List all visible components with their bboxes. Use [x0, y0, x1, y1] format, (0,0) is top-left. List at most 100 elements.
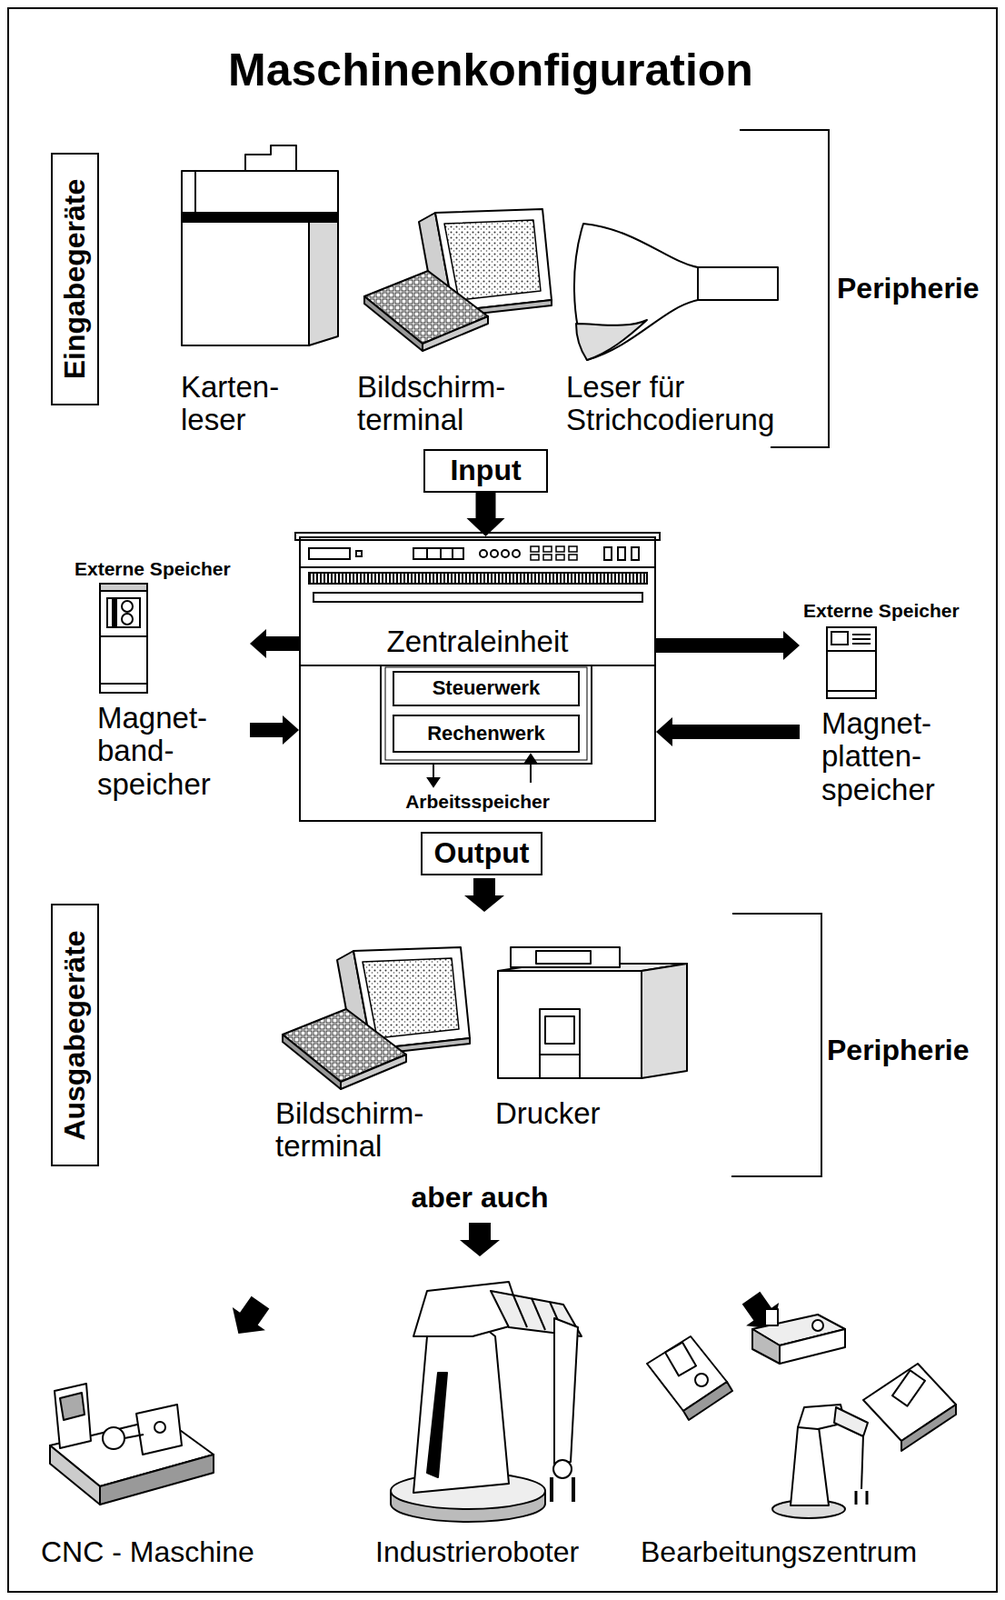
- flow-arrow: [249, 715, 299, 745]
- industrial-robot: [390, 1281, 582, 1522]
- machine-figure: CNC - Maschine: [39, 1376, 274, 1573]
- tape-storage: [121, 600, 133, 612]
- bracket: [739, 129, 829, 448]
- device-figure: Drucker: [493, 941, 690, 1135]
- category-box: Ausgabegeräte: [50, 903, 100, 1166]
- annotation-label: aber auch: [410, 1181, 548, 1214]
- cabinet-panel: [568, 554, 578, 560]
- barcode-wand: [574, 223, 778, 360]
- machining-center: [695, 1373, 708, 1386]
- category-box: Eingabegeräte: [50, 152, 100, 406]
- cabinet-panel: [530, 546, 539, 552]
- machining-center: [863, 1363, 956, 1441]
- cabinet-panel: [543, 554, 552, 560]
- machining-center: [752, 1328, 780, 1364]
- block-arrow: [221, 1290, 277, 1345]
- tape-storage: [99, 583, 148, 591]
- printer: [539, 1008, 580, 1078]
- cnc-machine: [49, 1444, 100, 1504]
- disk-storage: [826, 649, 876, 652]
- cabinet-panel: [556, 554, 565, 560]
- cabinet-panel: [556, 546, 565, 552]
- vertical-label: Eingabegeräte: [59, 179, 91, 380]
- node-label: Leser für Strichcodierung: [566, 370, 775, 438]
- machining-center: [765, 1308, 778, 1325]
- cnc-machine: [124, 1433, 144, 1438]
- flow-arrow: [656, 716, 800, 747]
- cabinet-panel: [295, 532, 660, 787]
- cabinet-panel: [530, 554, 539, 560]
- node-label: Zentraleinheit: [387, 625, 569, 658]
- cabinet-panel: [426, 547, 428, 559]
- cnc-machine: [136, 1403, 182, 1454]
- machining-center: [683, 1381, 733, 1420]
- tape-storage: [107, 597, 140, 627]
- node-label: Externe Speicher: [803, 599, 960, 621]
- cabinet-panel: [617, 547, 626, 560]
- node-label: Bearbeitungszentrum: [640, 1535, 917, 1568]
- printer: [497, 970, 642, 1078]
- cabinet-panel: [451, 547, 454, 559]
- page-frame: [8, 8, 997, 1592]
- tape-storage: [99, 583, 148, 693]
- cabinet-panel: [529, 761, 532, 783]
- cnc-machine: [154, 1421, 166, 1433]
- disk-storage: [852, 633, 871, 636]
- printer: [545, 1015, 575, 1044]
- terminal-output: [282, 946, 470, 1089]
- storage-figure: Externe SpeicherMagnet- platten- speiche…: [799, 597, 986, 811]
- device-figure: Leser für Strichcodierung: [563, 216, 787, 446]
- io-box: Input: [423, 448, 548, 493]
- industrial-robot: [553, 1459, 572, 1478]
- card-reader: [308, 221, 339, 346]
- cabinet-panel: [479, 549, 488, 558]
- machining-center: [892, 1369, 926, 1405]
- cabinet-panel: [298, 566, 657, 568]
- io-box: Output: [420, 831, 543, 876]
- cabinet-panel: [512, 549, 520, 558]
- disk-storage: [852, 637, 871, 640]
- terminal-input: [364, 208, 552, 351]
- node-label: Rechenwerk: [427, 722, 546, 745]
- device-figure: Bildschirm- terminal: [275, 945, 478, 1168]
- block-arrow: [459, 1222, 500, 1256]
- disk-storage: [826, 626, 876, 698]
- cabinet-panel: [385, 666, 588, 760]
- machining-center: [812, 1319, 824, 1331]
- tape-storage: [112, 599, 117, 626]
- node-label: CNC - Maschine: [40, 1535, 255, 1568]
- printer: [536, 950, 591, 964]
- flow-arrow: [467, 492, 506, 537]
- printer: [510, 946, 620, 967]
- device-figure: Bildschirm- terminal: [357, 207, 553, 446]
- node-label: Bildschirm- terminal: [357, 370, 506, 438]
- node-label: Magnet- platten- speicher: [821, 706, 936, 806]
- cabinet-panel: [490, 549, 498, 558]
- disk-storage: [831, 631, 848, 645]
- node-label: Externe Speicher: [74, 557, 231, 579]
- barcode-wand: [576, 319, 647, 360]
- industrial-robot: [413, 1317, 509, 1493]
- block-arrow: [221, 877, 789, 1345]
- disk-storage: [826, 626, 876, 698]
- cabinet-panel: [568, 546, 578, 552]
- machining-center: [646, 1308, 956, 1518]
- tape-storage: [121, 613, 133, 625]
- cnc-machine: [102, 1426, 125, 1449]
- tape-storage: [99, 682, 148, 685]
- node-label: Steuerwerk: [432, 676, 541, 699]
- cnc-machine: [54, 1383, 91, 1448]
- card-reader: [181, 145, 339, 346]
- cnc-machine: [59, 1392, 85, 1420]
- machining-center: [861, 1433, 864, 1489]
- tape-storage: [99, 583, 148, 693]
- card-reader: [181, 212, 339, 222]
- machining-center: [901, 1403, 956, 1451]
- flow-arrow: [656, 630, 800, 660]
- node-label: Karten- leser: [180, 370, 279, 438]
- cabinet-panel: [543, 546, 552, 552]
- node-label: Output: [434, 836, 530, 869]
- node-label: Bildschirm- terminal: [275, 1096, 424, 1164]
- central-unit: ZentraleinheitArbeitsspeicherSteuerwerkR…: [298, 536, 657, 822]
- diagram-title: Maschinenkonfiguration: [36, 45, 946, 96]
